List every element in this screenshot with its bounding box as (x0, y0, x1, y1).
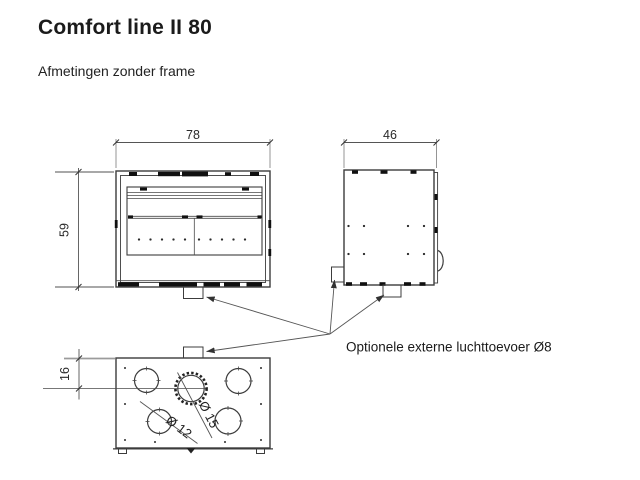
front-width-label: 78 (186, 128, 200, 142)
top-air-inlet-stub (183, 346, 204, 359)
front-view (114, 170, 272, 299)
hole-12-label: Ø 12 (163, 412, 195, 441)
dim-front-height: 59 (55, 168, 114, 291)
air-supply-note: Optionele externe luchttoevoer Ø8 (346, 340, 552, 355)
top-view (113, 346, 273, 454)
front-air-inlet-stub (183, 286, 204, 299)
side-rivet-dots (347, 224, 426, 256)
side-bottom-marks (346, 282, 426, 286)
callout-arrow-side-bottom (329, 294, 385, 335)
front-door (126, 186, 263, 256)
flue-offset-label: 16 (58, 367, 72, 381)
side-air-inlet-bottom-stub (382, 284, 402, 298)
callout-arrow-side-rear (329, 279, 337, 335)
front-bottom-vent-marks (116, 280, 270, 287)
top-convection-holes (132, 366, 253, 436)
callout-arrow-front (206, 296, 331, 335)
side-door-handle (437, 249, 444, 272)
side-view (331, 169, 444, 298)
page-title: Comfort line II 80 (38, 16, 212, 39)
air-supply-callout: Optionele externe luchttoevoer Ø8 (206, 279, 552, 355)
front-door-dots (137, 238, 247, 241)
label-hole-12: Ø 12 (139, 401, 198, 444)
page-subtitle: Afmetingen zonder frame (38, 63, 196, 79)
dim-flue-offset: 16 (43, 349, 206, 400)
front-height-label: 59 (58, 223, 72, 237)
dim-front-width: 78 (112, 128, 274, 168)
side-depth-label: 46 (383, 128, 397, 142)
top-view-base (113, 447, 273, 454)
dim-side-depth: 46 (340, 128, 440, 168)
callout-arrow-top (206, 333, 331, 354)
top-edge-dots (124, 367, 262, 443)
side-air-inlet-rear-stub (331, 266, 345, 283)
front-top-vent-marks (129, 171, 259, 177)
